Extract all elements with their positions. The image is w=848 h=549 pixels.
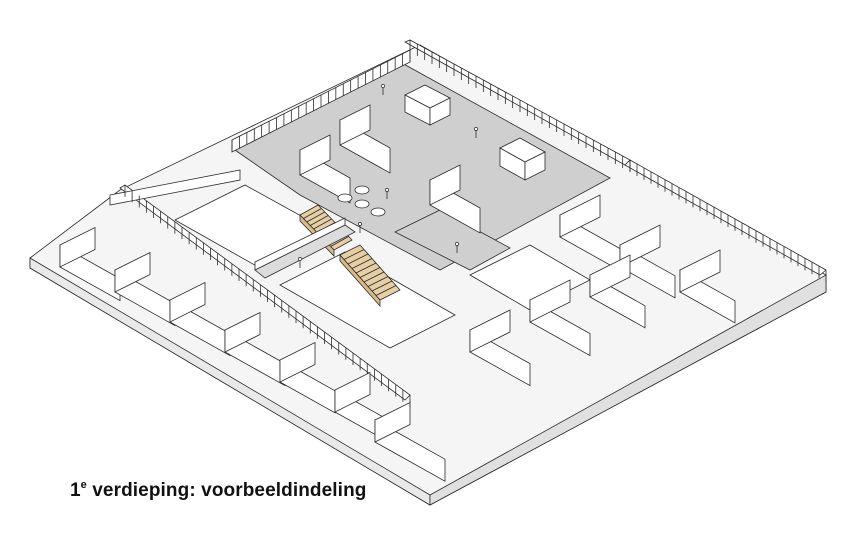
stair-tread xyxy=(303,208,322,219)
round-tables xyxy=(337,185,386,217)
room-wall xyxy=(339,104,371,146)
atrium-bridge xyxy=(254,217,356,279)
room-wall xyxy=(469,309,511,353)
service-cores xyxy=(404,84,546,181)
stair-tread xyxy=(371,280,393,292)
room-wall xyxy=(429,164,461,206)
person-icon xyxy=(358,222,362,226)
floor-slab xyxy=(29,44,827,506)
room-wall xyxy=(334,371,371,413)
room-wall xyxy=(224,311,261,353)
stair-tread xyxy=(347,253,369,265)
person-icon xyxy=(298,257,302,261)
table-icon xyxy=(337,193,353,203)
stair-tread xyxy=(375,285,397,296)
window-mullions xyxy=(124,40,827,407)
stair-tread xyxy=(310,215,329,226)
room-wall xyxy=(589,254,631,298)
room-wall xyxy=(679,249,721,293)
stair-tread xyxy=(313,218,332,230)
table-icon xyxy=(370,207,386,217)
person-icons xyxy=(298,84,478,268)
caption-number: 1 xyxy=(70,480,81,501)
person-icon xyxy=(381,84,385,88)
person-icon xyxy=(474,127,478,131)
table-icon xyxy=(354,199,370,209)
room-wall xyxy=(169,281,206,323)
room-wall xyxy=(374,401,411,443)
room-wall xyxy=(559,194,601,238)
stair-tread xyxy=(306,211,325,223)
caption-text: verdieping: voorbeeldindeling xyxy=(86,480,367,501)
stair-tread xyxy=(330,236,349,247)
floor-plan-caption: 1e verdieping: voorbeeldindeling xyxy=(70,480,366,502)
room-wall xyxy=(529,279,571,323)
caption-ordinal-suffix: e xyxy=(80,479,87,491)
stair-tread xyxy=(363,271,385,283)
table-icon xyxy=(354,185,370,195)
person-icon xyxy=(455,242,459,246)
stair-tread xyxy=(343,249,365,260)
room-wall xyxy=(279,341,316,383)
stair-tread xyxy=(359,267,381,278)
room-wall xyxy=(114,251,151,293)
person-icon xyxy=(385,188,389,192)
stair-tread xyxy=(351,258,373,269)
stair-tread xyxy=(355,262,377,274)
stair-tread xyxy=(367,276,389,287)
office-rooms xyxy=(59,104,736,482)
room-wall xyxy=(59,226,96,268)
room-wall xyxy=(299,134,331,176)
